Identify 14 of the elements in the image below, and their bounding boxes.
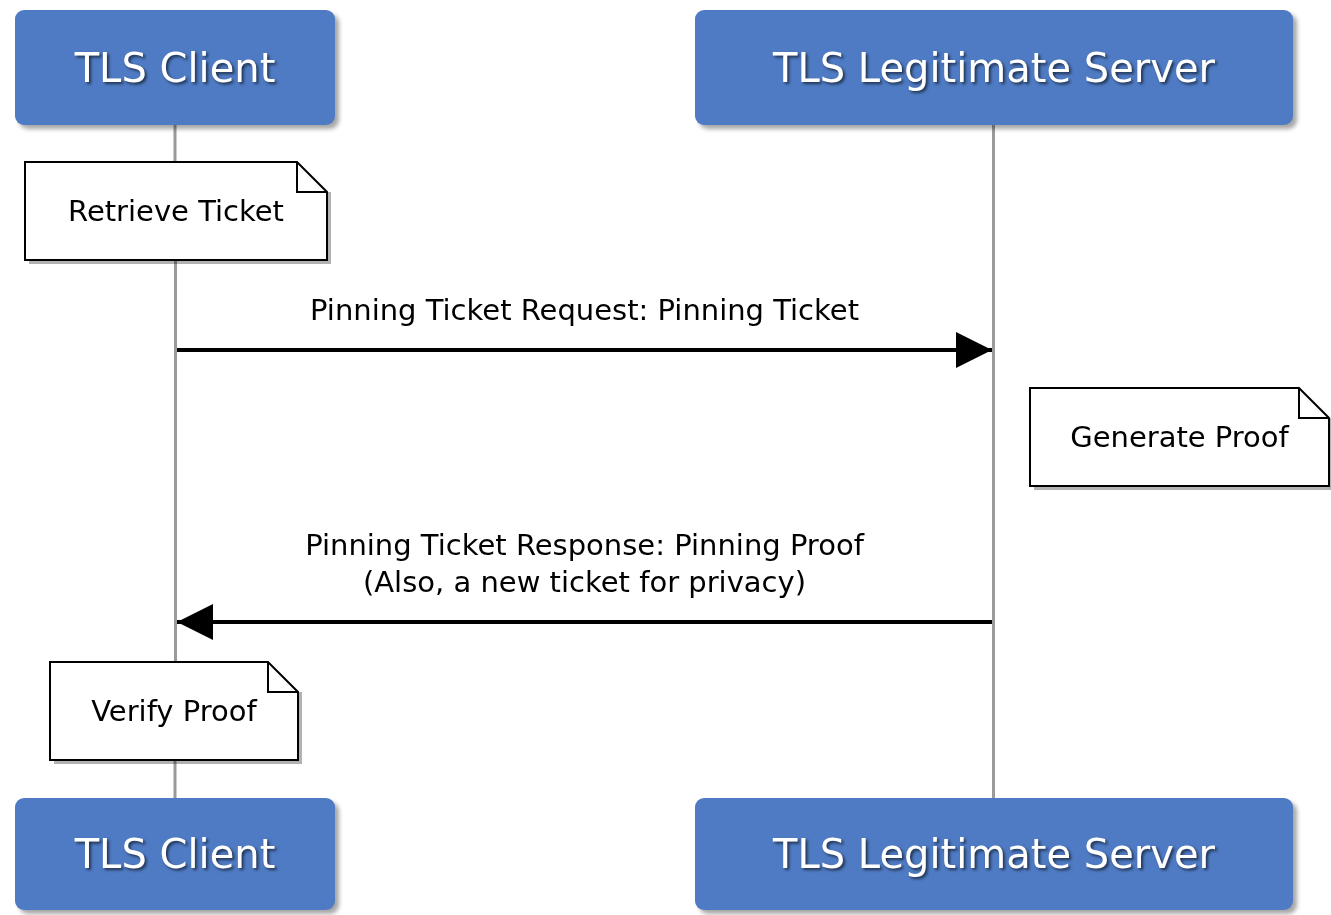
participant-box (695, 798, 1293, 910)
message-arrow (177, 604, 992, 640)
lifeline-segment (173, 125, 177, 162)
message-arrow (177, 332, 992, 368)
participant-box (15, 10, 335, 125)
participant-name: TLS Client (74, 831, 276, 877)
participant-box (695, 10, 1293, 125)
lifeline (174, 260, 177, 662)
participant-name: TLS Client (74, 44, 276, 91)
participant-name: TLS Legitimate Server (773, 831, 1215, 877)
lifeline-segment (173, 760, 177, 798)
participant-name: TLS Legitimate Server (773, 44, 1215, 91)
lifeline (992, 125, 995, 798)
participant-box (15, 798, 335, 910)
